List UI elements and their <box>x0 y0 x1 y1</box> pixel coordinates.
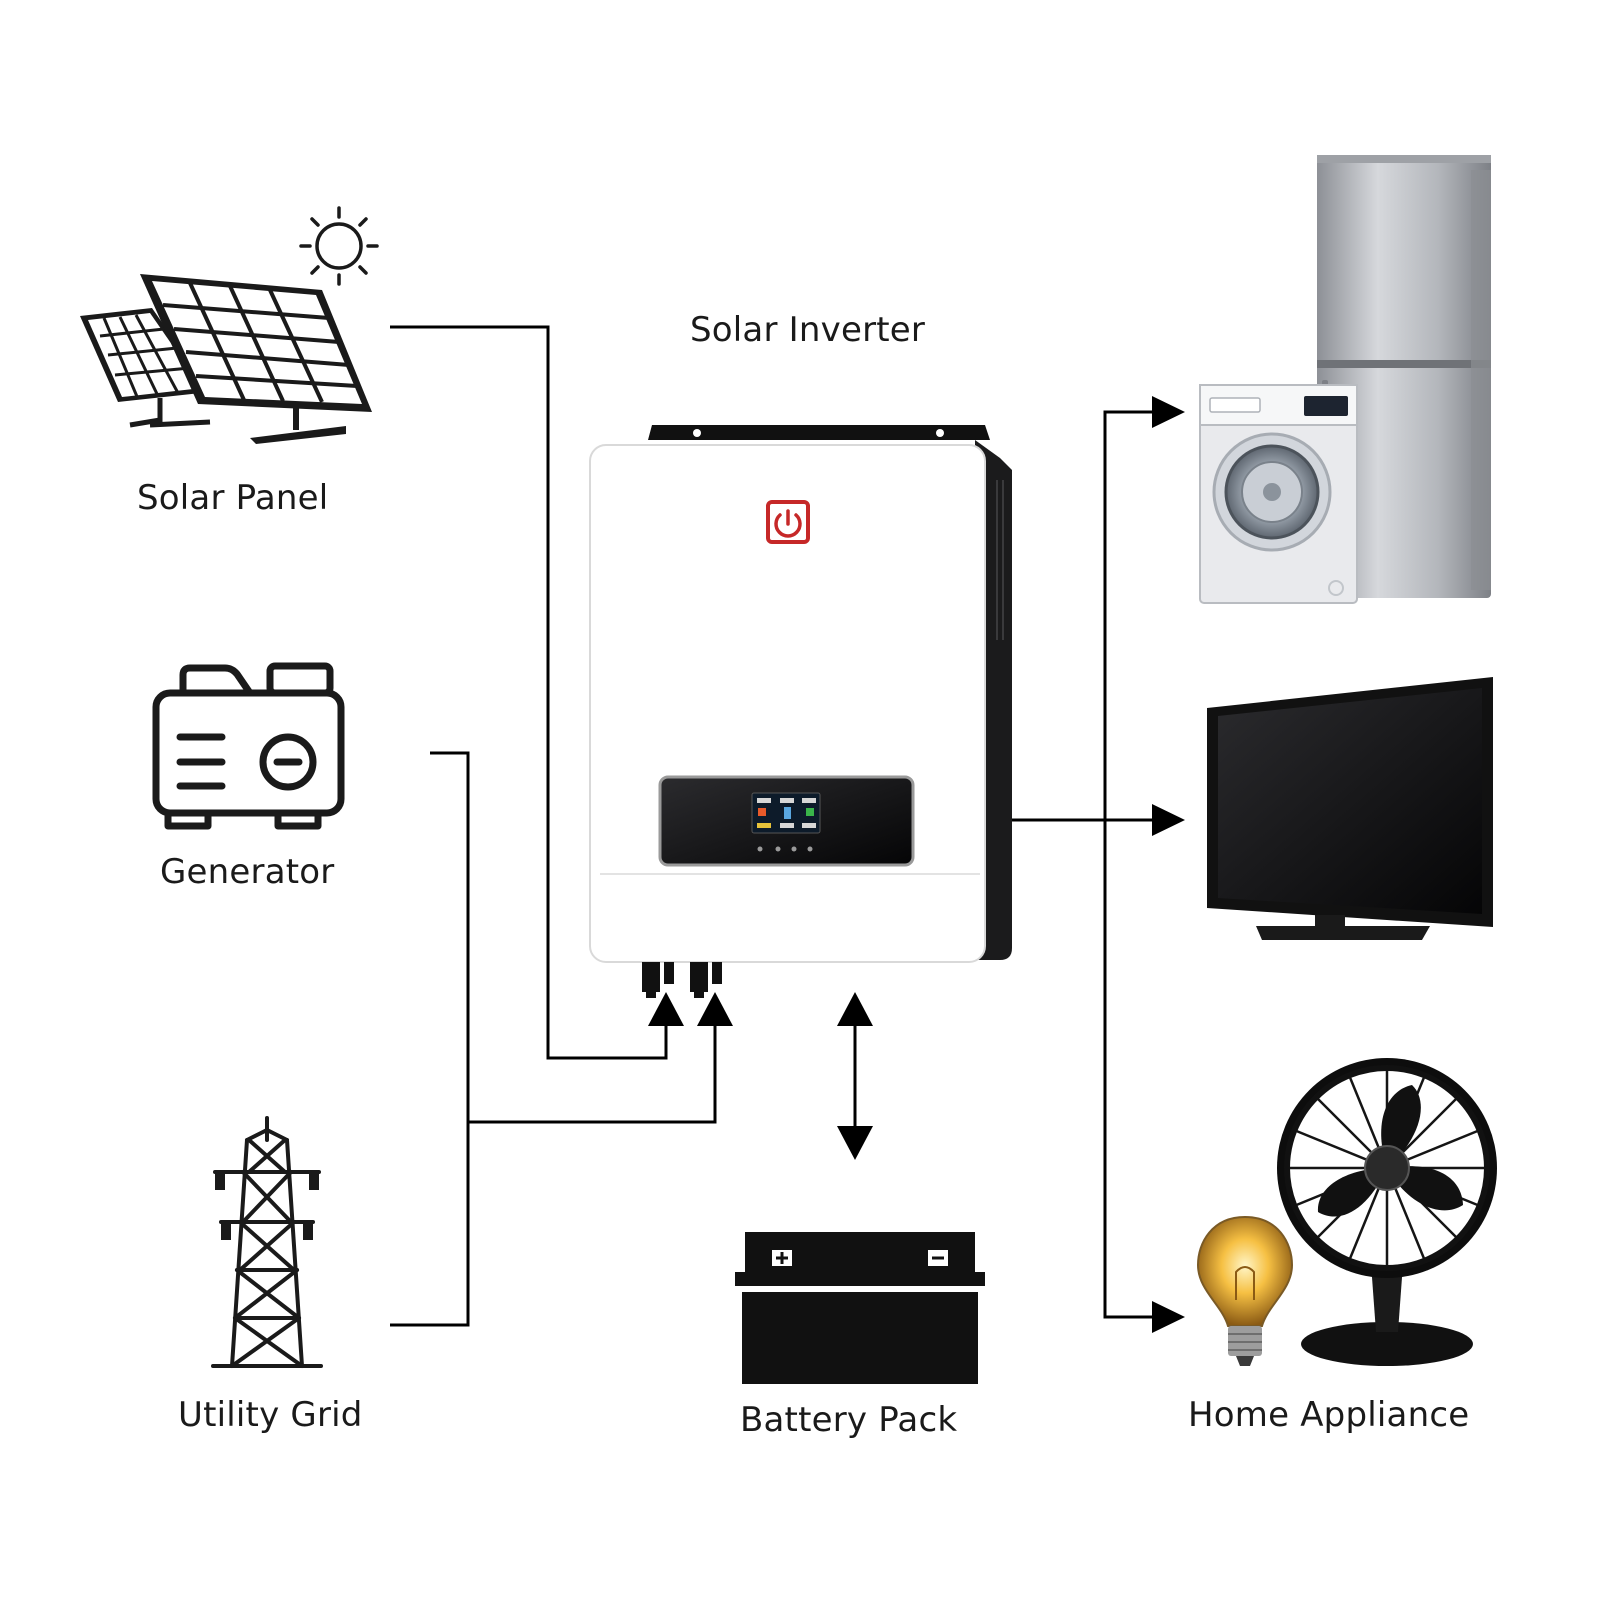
generator-wire <box>390 751 470 1327</box>
power-logo-icon <box>766 500 810 544</box>
television-image <box>1207 677 1493 940</box>
solar-input-arrowhead <box>648 992 684 1026</box>
battery-pack-label: Battery Pack <box>740 1400 958 1440</box>
solar-to-inverter-wire <box>390 325 668 1060</box>
tower-insulators <box>215 1174 319 1240</box>
battery-up-arrowhead <box>837 992 873 1026</box>
desk-fan-image <box>1277 1058 1497 1366</box>
ac-input-arrowhead <box>697 992 733 1026</box>
solar-inverter-image <box>589 425 1012 998</box>
solar-inverter-label: Solar Inverter <box>690 310 926 350</box>
battery-down-arrowhead <box>837 1126 873 1160</box>
light-bulb-image <box>1196 1215 1294 1366</box>
solar-panel-icon <box>80 274 372 444</box>
inverter-buttons <box>757 846 813 852</box>
arrowhead-tv <box>1152 804 1185 836</box>
utility-grid-label: Utility Grid <box>178 1395 363 1435</box>
inverter-lcd-indicators <box>757 798 816 828</box>
generator-icon <box>152 662 345 830</box>
home-appliance-label: Home Appliance <box>1188 1395 1470 1435</box>
output-bus-wire <box>1103 410 1160 1319</box>
solar-panel-label: Solar Panel <box>137 478 329 518</box>
refrigerator-image <box>1317 155 1491 598</box>
transmission-tower-icon <box>211 1116 323 1368</box>
inverter-connectors <box>642 962 722 998</box>
generator-label: Generator <box>160 852 335 892</box>
sun-icon <box>299 206 379 286</box>
connection-wires <box>390 325 1185 1333</box>
washing-machine-image <box>1199 384 1358 604</box>
arrowhead-washer <box>1152 396 1185 428</box>
ac-input-wire <box>468 1010 717 1124</box>
arrowhead-fan <box>1152 1301 1185 1333</box>
battery-icon <box>735 1232 985 1384</box>
